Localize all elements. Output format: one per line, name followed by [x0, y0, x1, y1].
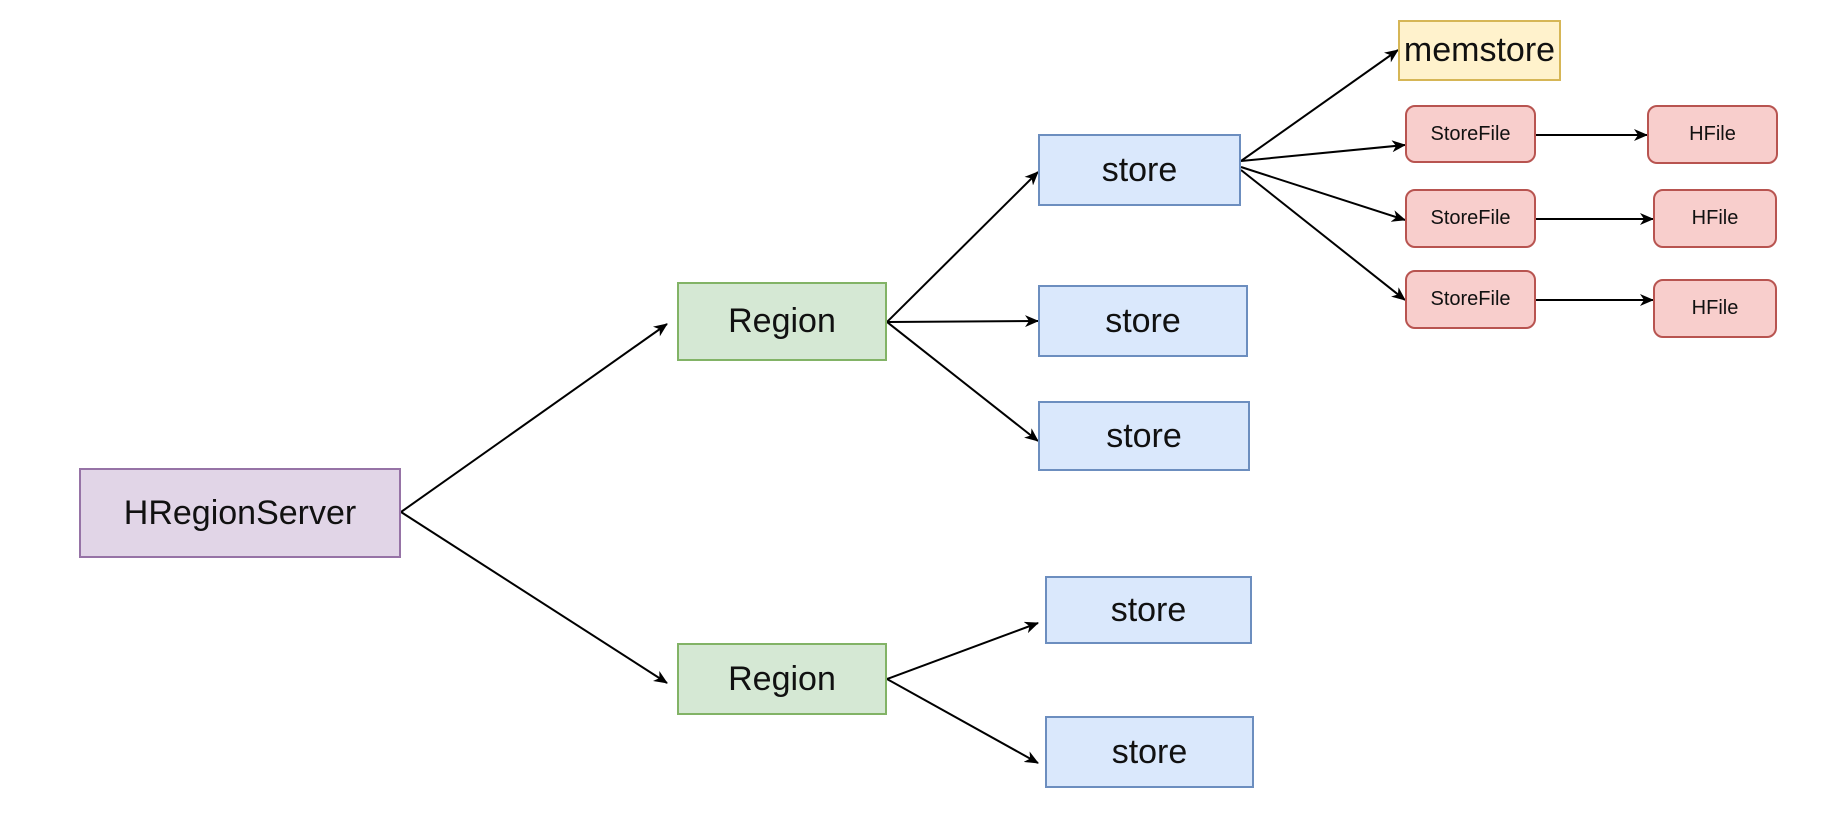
storefile-node-2: StoreFile — [1405, 189, 1536, 248]
edge-store1-to-storefile1 — [1240, 140, 1406, 162]
storefile-node-1: StoreFile — [1405, 105, 1536, 163]
edge-region1-to-store1 — [886, 171, 1039, 323]
memstore-node: memstore — [1398, 20, 1561, 81]
edge-store1-to-storefile2 — [1240, 166, 1406, 222]
storefile-label-3: StoreFile — [1430, 288, 1511, 310]
hregionserver-node: HRegionServer — [79, 468, 401, 558]
store-label-2: store — [1105, 301, 1181, 340]
hfile-label-2: HFile — [1691, 207, 1739, 229]
edge-region2-to-store5 — [886, 678, 1039, 764]
edge-server-to-region2 — [400, 511, 668, 684]
hfile-node-3: HFile — [1653, 279, 1777, 338]
edge-store1-to-memstore — [1240, 49, 1399, 162]
storefile-label-1: StoreFile — [1430, 122, 1511, 145]
store-node-1: store — [1038, 134, 1241, 206]
region-label-1: Region — [728, 302, 836, 340]
store-node-2: store — [1038, 285, 1248, 357]
store-label-4: store — [1110, 590, 1187, 629]
storefile-label-2: StoreFile — [1430, 207, 1511, 229]
hregionserver-label: HRegionServer — [123, 493, 357, 532]
edge-store1-to-storefile3 — [1240, 169, 1406, 301]
store-node-5: store — [1045, 716, 1254, 788]
hfile-label-1: HFile — [1689, 123, 1736, 145]
store-label-3: store — [1106, 416, 1182, 455]
edge-server-to-region1 — [400, 323, 668, 513]
hfile-label-3: HFile — [1691, 297, 1739, 319]
edge-region1-to-store2 — [886, 315, 1039, 328]
region-node-2: Region — [677, 643, 887, 715]
region-label-2: Region — [728, 659, 836, 698]
hfile-node-2: HFile — [1653, 189, 1777, 248]
store-node-3: store — [1038, 401, 1250, 471]
edge-region2-to-store4 — [886, 621, 1039, 680]
storefile-node-3: StoreFile — [1405, 270, 1536, 329]
hfile-node-1: HFile — [1647, 105, 1778, 164]
store-label-1: store — [1101, 150, 1178, 189]
store-label-5: store — [1111, 732, 1188, 771]
memstore-label: memstore — [1403, 31, 1556, 69]
store-node-4: store — [1045, 576, 1252, 644]
edge-region1-to-store3 — [886, 321, 1039, 442]
region-node-1: Region — [677, 282, 887, 361]
